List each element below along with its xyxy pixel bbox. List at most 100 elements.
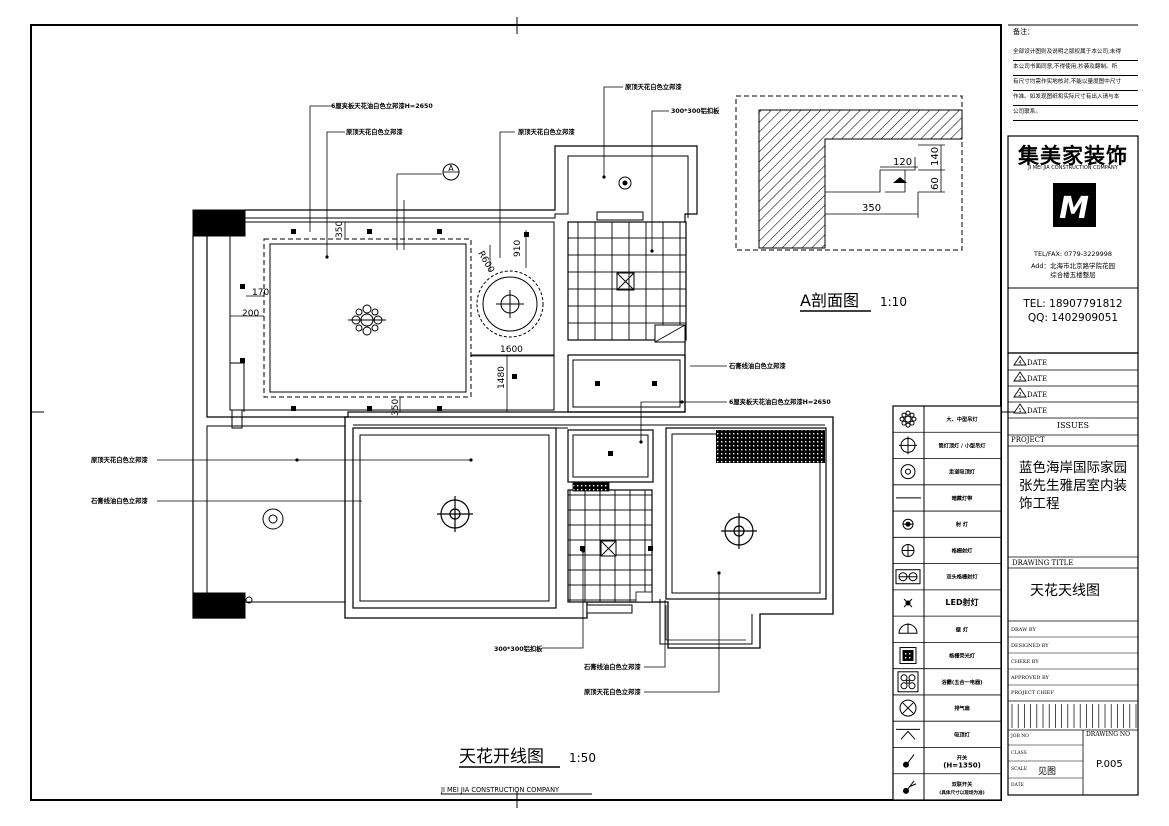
revision-triangle-icon	[1013, 403, 1027, 414]
dimension-labels: 350 910 R600 170 200 1600 1480 350	[242, 221, 523, 416]
legend-sub-label: (H=1350)	[943, 762, 981, 770]
dim-140: 140	[930, 147, 941, 166]
legend-row: 筒灯顶灯 / 小型吊灯	[893, 431, 1001, 455]
sign-row-check: CHEKE BY	[1011, 659, 1039, 665]
legend-label: 双头格栅射灯	[946, 573, 978, 581]
drawing-no-label: DRAWING NO	[1086, 731, 1131, 738]
scale-value: 见图	[1038, 767, 1057, 777]
led-icon	[903, 598, 913, 608]
legend-label: 浴霸(五合一电器)	[941, 678, 982, 686]
notes-block: 备注： 全部设计图则及说明之版权属于本公司,未得本公司书面同意,不得使用,抄袭及…	[1013, 28, 1138, 121]
plan-title: 天花开线图	[459, 747, 544, 767]
issues-label: ISSUES	[1056, 421, 1090, 430]
label: 石膏线油白色立邦漆	[728, 361, 786, 370]
scale-label: SCALE	[1011, 767, 1028, 772]
label: 原顶天花白色立邦漆	[91, 455, 148, 464]
company-qq: QQ: 1402909051	[1027, 312, 1119, 324]
ceiling-lamp	[437, 496, 473, 532]
exhaust-fan-icon	[899, 699, 917, 717]
legend-label: 双联开关	[952, 780, 974, 788]
dual-switch-icon	[903, 780, 917, 794]
label: 6厘夹板天花油白色立邦漆H=2650	[729, 397, 831, 406]
double-spotlight-icon	[895, 569, 921, 585]
company-logo-mark: M	[1059, 191, 1089, 226]
sign-row-chief: PROJECT CHIEF	[1011, 690, 1054, 696]
legend-label: 壁 灯	[956, 625, 969, 633]
section-marker-tag: A	[448, 164, 454, 173]
dim-120: 120	[893, 157, 912, 168]
class-label: CLASS	[1011, 751, 1027, 756]
company-logo-text: 集美家装饰	[1018, 144, 1128, 168]
plan-scale: 1:50	[569, 751, 596, 765]
ceiling-lamp	[721, 513, 757, 549]
date-label: DATE	[1011, 783, 1024, 788]
label: 300*300铝扣板	[671, 106, 720, 115]
legend-label: 格栅射灯	[952, 546, 974, 554]
label: 6厘夹板天花油白色立邦漆H=2650	[331, 101, 433, 110]
label: 原顶天花白色立邦漆	[346, 127, 403, 136]
wall-lamp-icon	[898, 623, 918, 634]
legend-row: 走道吸顶灯	[893, 458, 1001, 480]
legend-label: 排气扇	[954, 704, 970, 712]
revision-number: 1	[1018, 408, 1021, 414]
legend-label: 走道吸顶灯	[949, 468, 976, 476]
svg-text:1600: 1600	[500, 345, 523, 355]
title-block	[1007, 24, 1139, 796]
legend-row: 吸顶灯	[893, 720, 1001, 740]
legend-row: 格栅荧光灯	[893, 642, 1001, 665]
job-no-label: JOB NO	[1011, 734, 1029, 739]
legend-sub-label: (具体尺寸以现场为准)	[939, 789, 985, 796]
legend-row: 壁 灯	[893, 615, 1001, 634]
notes-line: 本公司书面同意,不得使用,抄袭及翻制。所	[1013, 61, 1138, 76]
label: 石膏线油白色立邦漆	[90, 496, 148, 505]
sign-row-approved: APPROVED BY	[1011, 675, 1049, 681]
company-tel: TEL: 18907791812	[1023, 298, 1123, 310]
legend-label: 吸顶灯	[954, 730, 970, 738]
label: 石膏线油白色立邦漆	[583, 662, 641, 671]
switch-icon	[903, 754, 915, 768]
ceiling-fixture-icon	[900, 464, 916, 480]
ceiling-plan	[192, 145, 834, 649]
svg-text:200: 200	[242, 309, 259, 319]
project-name-line: 张先生雅居室内装	[1019, 478, 1127, 494]
legend-row: 射 灯	[893, 510, 1001, 530]
legend-row: 双联开关(具体尺寸以现场为准)	[893, 773, 1001, 796]
sign-row-draw: DRAW BY	[1011, 627, 1036, 633]
legend-row: 开关(H=1350)	[893, 747, 1001, 770]
label: 300*300铝扣板	[494, 644, 543, 653]
section-scale: 1:10	[880, 295, 907, 309]
legend-row: 浴霸(五合一电器)	[893, 668, 1001, 693]
revision-date: DATE	[1027, 375, 1048, 383]
legend-label: 格栅荧光灯	[949, 652, 976, 660]
legend-label: 开关	[957, 754, 968, 762]
svg-text:170: 170	[252, 288, 269, 298]
company-logo-sub: JI MEI JIA CONSTRUCTION COMPANY	[1028, 165, 1118, 171]
legend-label: LED射灯	[945, 597, 978, 607]
company-address-2: 综合楼五楼整层	[1050, 271, 1096, 279]
notes-line: 全部设计图则及说明之版权属于本公司,未得	[1013, 46, 1138, 61]
leader-lines	[157, 86, 727, 693]
legend-row: 排气扇	[893, 694, 1001, 717]
grille-light-icon	[899, 647, 917, 665]
drawing-title: 天花天线图	[1030, 583, 1100, 599]
project-name-line: 饰工程	[1019, 496, 1060, 512]
legend-label: 大、中型吊灯	[946, 415, 978, 423]
company-logo-icon	[1053, 183, 1096, 227]
notes-line: 有尺寸均需作实地核对,不能以量度图中尺寸	[1013, 76, 1138, 91]
legend-row: LED射灯	[893, 589, 1001, 608]
legend-label: 射 灯	[955, 520, 969, 528]
annotation-labels: 6厘夹板天花油白色立邦漆H=2650 原顶天花白色立邦漆 原顶天花白色立邦漆 原…	[90, 82, 831, 696]
notes-heading: 备注：	[1013, 28, 1034, 36]
label: 原顶天花白色立邦漆	[584, 687, 641, 696]
svg-text:1480: 1480	[497, 366, 507, 389]
plan-footer: JI MEI JIA CONSTRUCTION COMPANY	[440, 786, 560, 794]
legend-row: 格栅射灯	[893, 536, 1001, 557]
wall-block	[192, 209, 246, 237]
svg-text:350: 350	[335, 221, 345, 238]
bath-heater-icon	[897, 671, 919, 693]
chandelier-fixture	[348, 304, 386, 336]
revision-date: DATE	[1027, 407, 1048, 415]
legend-label: 暗藏灯带	[952, 494, 974, 502]
